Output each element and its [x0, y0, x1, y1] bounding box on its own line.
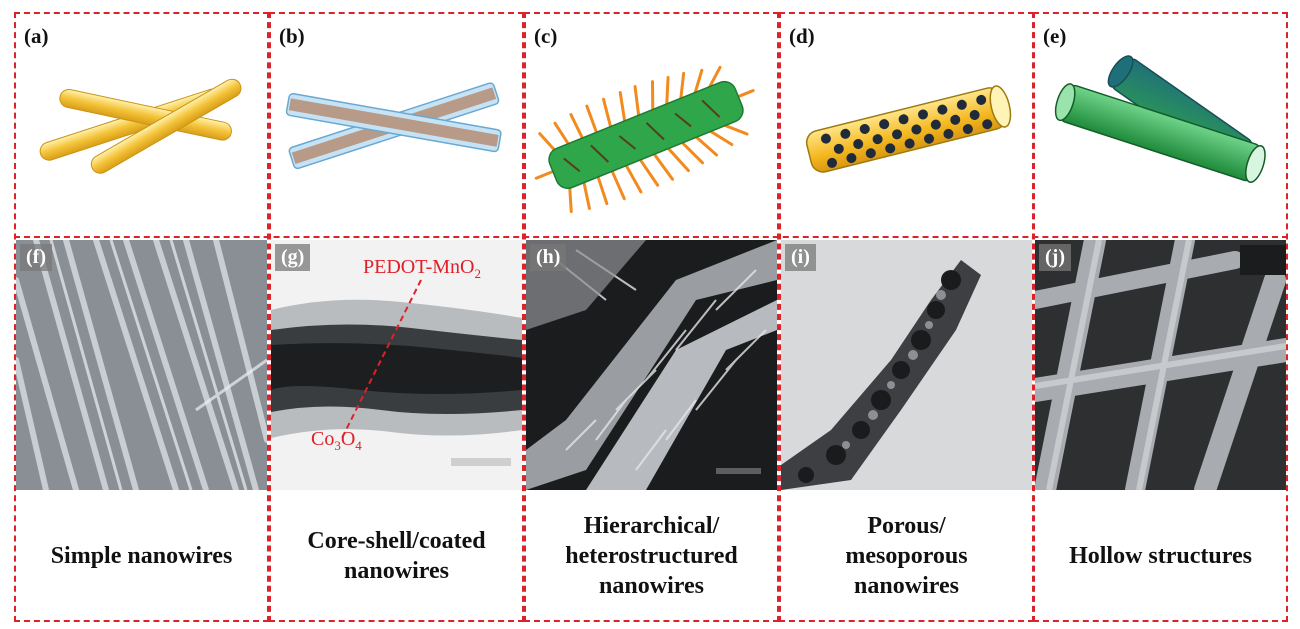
- porous-illustration: [805, 85, 1012, 173]
- schematic-porous: (d): [781, 14, 1032, 238]
- core-label-mid: O: [340, 428, 356, 450]
- tem-image-core-shell: (g) PEDOT-MnO2 Co3O4: [271, 240, 522, 490]
- caption-porous: Porous/ mesoporous nanowires: [845, 513, 968, 599]
- caption-core-shell: Core-shell/coated nanowires: [307, 528, 486, 584]
- caption-hierarchical: Hierarchical/ heterostructured nanowires: [565, 513, 738, 599]
- schematic-core-shell: (b): [271, 14, 522, 238]
- caption-cell-hollow: Hollow structures: [1035, 490, 1286, 622]
- hollow-micrograph: [1035, 240, 1286, 490]
- hollow-illustration: [1054, 55, 1266, 183]
- schematic-hollow: (e): [1035, 14, 1286, 238]
- panel-label-e: (e): [1043, 24, 1067, 48]
- panel-label-i: (i): [785, 244, 816, 271]
- porous-micrograph: [781, 240, 1032, 490]
- column-core-shell: (b) (g): [269, 12, 524, 622]
- panel-label-d: (d): [789, 24, 815, 48]
- shell-label: PEDOT-MnO2: [363, 256, 481, 282]
- simple-nanowires-micrograph: [16, 240, 267, 490]
- caption-cell-simple: Simple nanowires: [16, 490, 267, 622]
- panel-label-c: (c): [534, 24, 558, 48]
- shell-label-subscript: 2: [474, 266, 482, 281]
- panel-label-g: (g): [275, 244, 311, 271]
- row-divider: [14, 236, 1288, 238]
- column-hollow: (e): [1033, 12, 1288, 622]
- column-simple: (a) (f): [14, 12, 269, 622]
- column-porous: (d): [779, 12, 1034, 622]
- core-shell-illustration: [285, 82, 502, 170]
- shell-label-text: PEDOT-MnO: [363, 256, 475, 278]
- core-label: Co3O4: [311, 428, 362, 454]
- sem-image-hierarchical: (h): [526, 240, 777, 490]
- panel-label-b: (b): [279, 24, 305, 48]
- caption-simple: Simple nanowires: [50, 543, 233, 569]
- caption-cell-hierarchical: Hierarchical/ heterostructured nanowires: [526, 490, 777, 622]
- sem-image-simple: (f): [16, 240, 267, 490]
- tem-image-porous: (i): [781, 240, 1032, 490]
- core-shell-micrograph: [271, 240, 522, 490]
- core-label-text: Co: [311, 428, 335, 450]
- core-label-sub1: 3: [334, 438, 341, 453]
- simple-nanowires-illustration: [39, 78, 242, 174]
- core-label-sub2: 4: [355, 438, 362, 453]
- hierarchical-micrograph: [526, 240, 777, 490]
- panel-label-j: (j): [1039, 244, 1071, 271]
- panel-label-h: (h): [530, 244, 567, 271]
- panel-label-f: (f): [20, 244, 52, 271]
- sem-image-hollow: (j): [1035, 240, 1286, 490]
- schematic-hierarchical: (c): [526, 14, 777, 238]
- caption-hollow: Hollow structures: [1069, 543, 1252, 569]
- hierarchical-illustration: [534, 65, 755, 214]
- panel-label-a: (a): [24, 24, 49, 48]
- caption-cell-porous: Porous/ mesoporous nanowires: [781, 490, 1032, 622]
- figure-grid: (a) (f): [14, 12, 1288, 622]
- column-hierarchical: (c): [524, 12, 779, 622]
- schematic-simple: (a): [16, 14, 267, 238]
- caption-cell-core-shell: Core-shell/coated nanowires: [271, 490, 522, 622]
